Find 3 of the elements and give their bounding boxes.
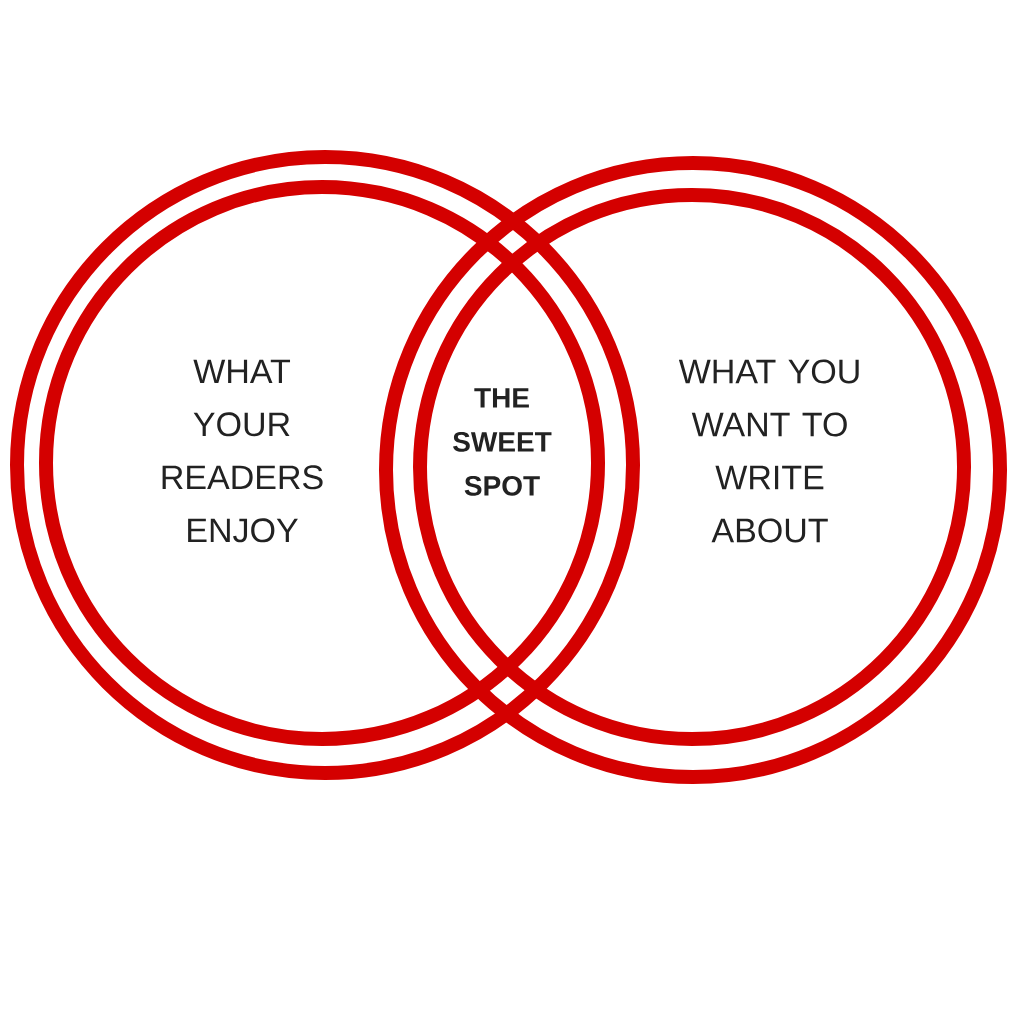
circle-label: WHAT YOUR READERS ENJOY bbox=[162, 359, 323, 543]
sweet-spot-label: THE SWEET SPOT bbox=[453, 388, 552, 496]
circle-label: WHAT YOU WANT TO WRITE ABOUT bbox=[678, 359, 859, 543]
